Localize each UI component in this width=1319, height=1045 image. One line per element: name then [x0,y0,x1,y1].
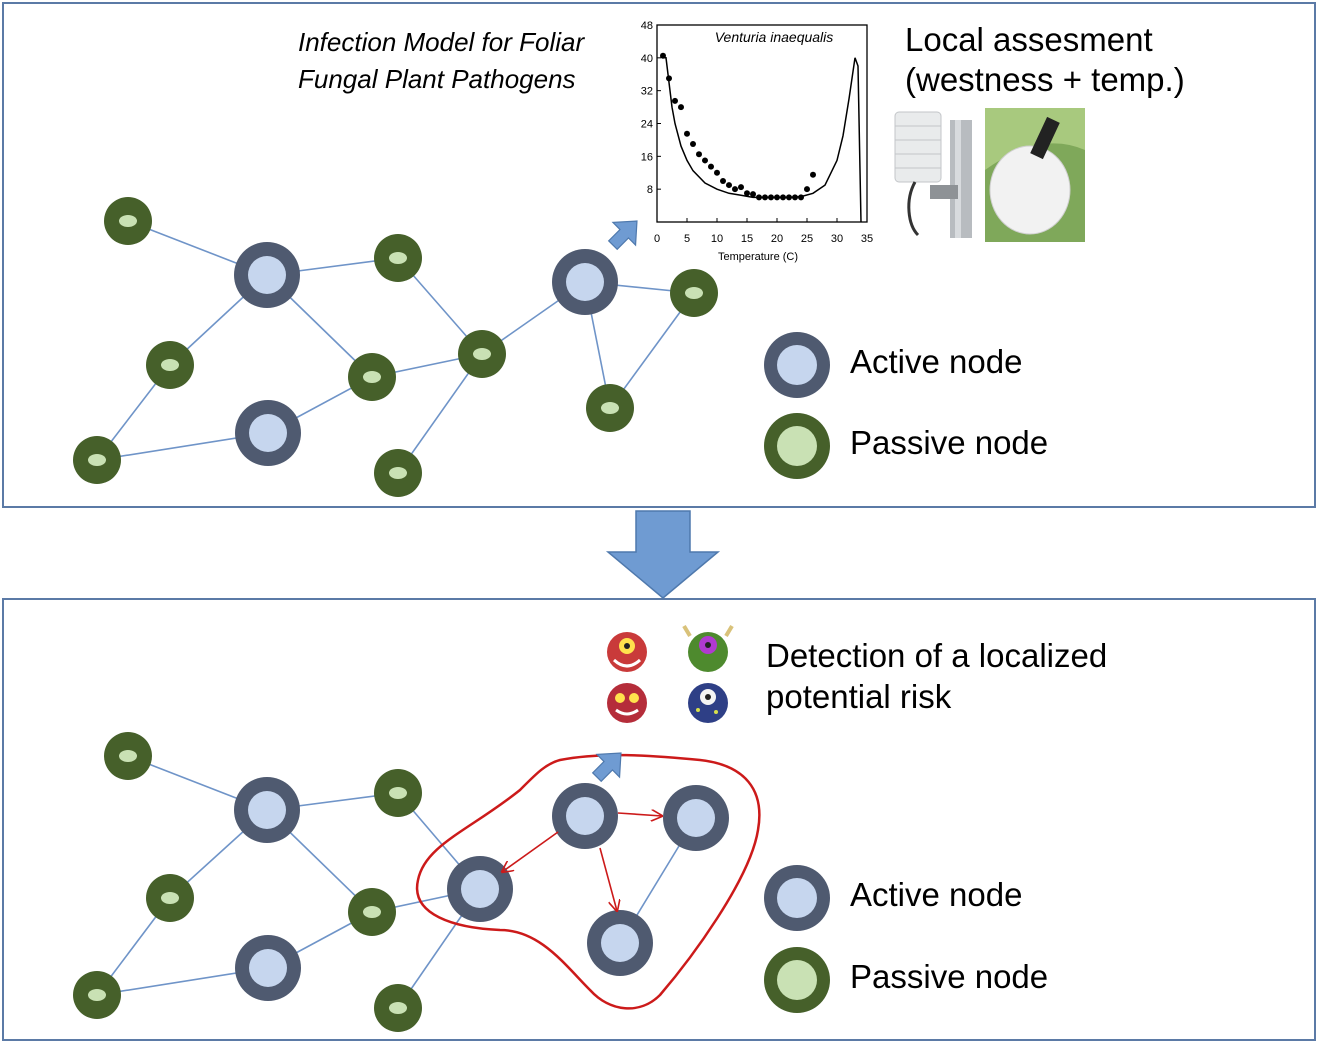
chart-point [702,157,708,164]
chart-point [798,194,804,201]
down-arrow [605,510,721,599]
chart-point [672,97,678,104]
chart-point [762,194,768,201]
active-node [235,935,301,1001]
passive-node [670,269,718,317]
x-tick-label: 35 [861,233,873,245]
chart-point [774,194,780,201]
passive-node [146,341,194,389]
chart-series-points [660,52,816,201]
x-tick-label: 5 [684,233,690,245]
x-tick-label: 30 [831,233,843,245]
chart-point [732,186,738,193]
y-tick-label: 40 [641,53,653,65]
bottom-legend-passive-label: Passive node [850,958,1049,995]
risk-zone-outline [415,753,761,1010]
bottom-legend-active-symbol [764,865,830,931]
passive-node [458,330,506,378]
y-tick-label: 32 [641,86,653,98]
active-node [235,400,301,466]
passive-node [73,971,121,1019]
infection-chart: Venturia inaequalis Temperature (C) 0 5 10… [641,20,873,263]
active-node [447,856,513,922]
chart-point [660,52,666,59]
passive-node [104,732,152,780]
passive-node [374,234,422,282]
bottom-network-nodes [73,732,729,1032]
model-title-line1: Infection Model for Foliar [298,27,585,57]
passive-node [374,769,422,817]
chart-title: Venturia inaequalis [715,29,834,45]
chart-xlabel: Temperature (C) [718,251,798,263]
y-tick-label: 48 [641,20,653,32]
passive-node [348,888,396,936]
model-title-line2: Fungal Plant Pathogens [298,64,576,94]
top-pointer-arrow [607,220,638,251]
active-node [234,777,300,843]
y-tick-label: 8 [647,184,653,196]
monster-icon [607,683,647,723]
risk-propagation-arrows [502,813,662,911]
x-tick-label: 0 [654,233,660,245]
chart-point [738,184,744,191]
chart-point [678,104,684,111]
bottom-pointer-arrow [591,752,622,783]
passive-node [586,384,634,432]
top-legend-passive-label: Passive node [850,424,1049,461]
chart-point [750,191,756,198]
passive-node [348,353,396,401]
active-node [234,242,300,308]
monster-icon [688,683,728,723]
detection-line2: potential risk [766,678,952,715]
chart-point [786,194,792,201]
active-node [552,249,618,315]
chart-point [780,194,786,201]
active-node [587,910,653,976]
chart-point [804,186,810,193]
passive-node [146,874,194,922]
chart-point [708,163,714,170]
chart-point [768,194,774,201]
top-legend-passive-symbol [764,413,830,479]
chart-point [792,194,798,201]
chart-point [726,182,732,189]
x-tick-label: 15 [741,233,753,245]
bottom-legend-active-label: Active node [850,876,1023,913]
monster-icon [682,624,734,672]
chart-point [690,141,696,148]
chart-point [810,171,816,178]
chart-point [714,169,720,176]
passive-node [374,984,422,1032]
top-legend-active-symbol [764,332,830,398]
y-tick-label: 16 [641,151,653,163]
chart-point [744,190,750,197]
passive-node [374,449,422,497]
local-assessment-line1: Local assesment [905,21,1153,58]
chart-point [666,75,672,82]
chart-point [684,130,690,137]
active-node [663,785,729,851]
leaf-wetness-sensor-image [985,108,1085,242]
monster-icon [607,632,647,672]
passive-node [104,197,152,245]
local-assessment-line2: (westness + temp.) [905,61,1185,98]
chart-series-curve [663,57,862,223]
x-tick-label: 20 [771,233,783,245]
x-tick-label: 10 [711,233,723,245]
chart-point [696,151,702,158]
weather-sensor-image [894,111,972,238]
passive-node [73,436,121,484]
top-network-nodes [73,197,718,497]
top-legend-active-label: Active node [850,343,1023,380]
chart-point [756,194,762,201]
y-tick-label: 24 [641,119,653,131]
chart-frame [656,24,868,223]
x-tick-label: 25 [801,233,813,245]
chart-point [720,177,726,184]
bottom-legend-passive-symbol [764,947,830,1013]
chart-ticks: 0 5 10 15 20 25 30 35 8 16 24 32 40 48 [641,20,873,245]
detection-line1: Detection of a localized [766,637,1108,674]
active-node [552,783,618,849]
